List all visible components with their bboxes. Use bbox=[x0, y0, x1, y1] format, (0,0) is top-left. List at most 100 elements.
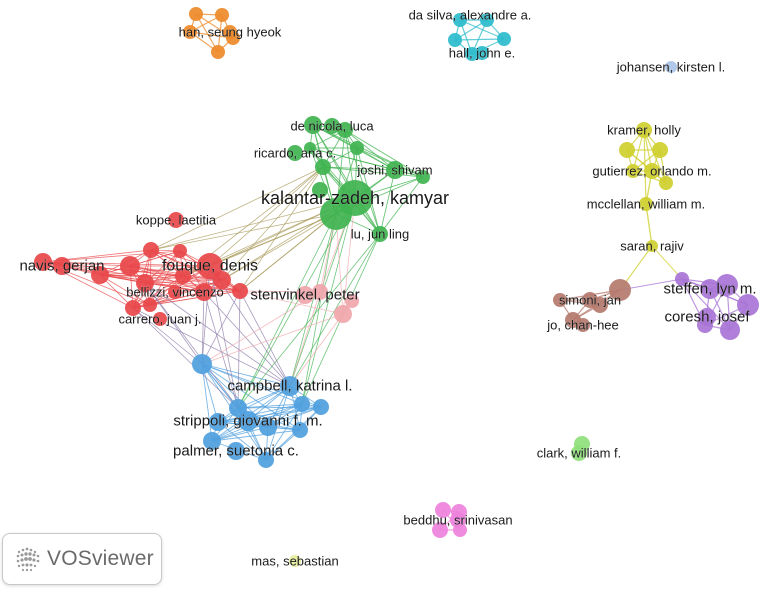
author-node-mas[interactable] bbox=[289, 555, 301, 567]
author-node-joshi[interactable] bbox=[386, 161, 404, 179]
author-node[interactable] bbox=[203, 432, 221, 450]
author-node-johansen[interactable] bbox=[665, 61, 677, 73]
author-node-palmer[interactable] bbox=[227, 442, 245, 460]
author-label-beddhu[interactable]: beddhu, srinivasan bbox=[403, 512, 513, 528]
author-label-kramer[interactable]: kramer, holly bbox=[607, 122, 682, 138]
author-node-kramer[interactable] bbox=[636, 122, 652, 138]
author-node[interactable] bbox=[315, 159, 331, 175]
author-label-bellizzi[interactable]: bellizzi, vincenzo bbox=[126, 284, 224, 300]
author-node-jochanhee[interactable] bbox=[576, 318, 590, 332]
author-node[interactable] bbox=[292, 422, 308, 438]
author-node-beddhu[interactable] bbox=[450, 512, 466, 528]
author-node[interactable] bbox=[195, 283, 213, 301]
author-label-steffen[interactable]: steffen, lyn m. bbox=[663, 280, 757, 298]
author-node-stenvinkel[interactable] bbox=[296, 286, 314, 304]
author-node[interactable] bbox=[480, 13, 494, 27]
author-node[interactable] bbox=[609, 279, 631, 301]
author-node[interactable] bbox=[136, 274, 154, 292]
author-node[interactable] bbox=[120, 256, 140, 276]
author-label-clark[interactable]: clark, william f. bbox=[536, 445, 622, 461]
author-node-mcclellan[interactable] bbox=[639, 197, 653, 211]
author-node[interactable] bbox=[125, 300, 141, 316]
author-node[interactable] bbox=[143, 298, 157, 312]
author-node[interactable] bbox=[497, 32, 511, 46]
author-node[interactable] bbox=[337, 122, 353, 138]
author-node[interactable] bbox=[313, 399, 329, 415]
author-node[interactable] bbox=[304, 142, 316, 154]
author-node-denicola[interactable] bbox=[324, 118, 340, 134]
author-node[interactable] bbox=[675, 272, 689, 286]
author-node[interactable] bbox=[211, 45, 225, 59]
author-label-navis[interactable]: navis, gerjan bbox=[19, 257, 105, 275]
author-label-mcclellan[interactable]: mcclellan, william m. bbox=[586, 196, 705, 212]
author-node[interactable] bbox=[626, 164, 640, 178]
author-node-coresh[interactable] bbox=[698, 308, 716, 326]
author-label-hall[interactable]: hall, john e. bbox=[448, 45, 516, 61]
author-node[interactable] bbox=[91, 266, 109, 284]
author-node-carrero[interactable] bbox=[153, 312, 167, 326]
author-label-kalantar[interactable]: kalantar-zadeh, kamyar bbox=[261, 188, 450, 209]
author-label-lujunling[interactable]: lu, jun ling bbox=[350, 226, 410, 242]
author-node[interactable] bbox=[294, 396, 310, 412]
author-node[interactable] bbox=[553, 293, 567, 307]
author-node[interactable] bbox=[737, 294, 759, 316]
author-node[interactable] bbox=[192, 354, 212, 374]
author-node[interactable] bbox=[416, 170, 430, 184]
author-node[interactable] bbox=[716, 274, 738, 296]
author-label-campbell[interactable]: campbell, katrina l. bbox=[227, 377, 353, 395]
author-label-fouque[interactable]: fouque, denis bbox=[162, 257, 259, 275]
author-node-hall[interactable] bbox=[475, 46, 489, 60]
author-node[interactable] bbox=[350, 141, 364, 155]
author-node-han[interactable] bbox=[223, 25, 237, 39]
author-label-palmer[interactable]: palmer, suetonia c. bbox=[173, 442, 300, 460]
author-node-koppe[interactable] bbox=[168, 212, 184, 228]
author-label-gutierrez[interactable]: gutierrez, orlando m. bbox=[592, 163, 712, 179]
author-node[interactable] bbox=[432, 522, 448, 538]
author-node[interactable] bbox=[189, 7, 203, 21]
author-node[interactable] bbox=[34, 253, 52, 271]
author-node-fouque[interactable] bbox=[197, 253, 223, 279]
author-node[interactable] bbox=[652, 142, 668, 158]
author-node-steffen[interactable] bbox=[700, 279, 720, 299]
author-node[interactable] bbox=[259, 418, 277, 436]
author-node-bellizzi[interactable] bbox=[168, 285, 182, 299]
author-node-gutierrez[interactable] bbox=[644, 163, 660, 179]
author-node-kalantar[interactable] bbox=[337, 180, 373, 216]
author-node[interactable] bbox=[312, 182, 328, 198]
author-node[interactable] bbox=[345, 294, 359, 308]
author-node-ricardo[interactable] bbox=[287, 145, 303, 161]
author-label-simoni[interactable]: simoni, jan bbox=[559, 292, 622, 308]
author-node[interactable] bbox=[209, 413, 227, 431]
author-node-navis[interactable] bbox=[53, 257, 71, 275]
author-label-saran[interactable]: saran, rajiv bbox=[620, 238, 685, 254]
author-node[interactable] bbox=[183, 25, 197, 39]
author-node-lujunling[interactable] bbox=[372, 226, 388, 242]
author-node[interactable] bbox=[334, 305, 352, 323]
author-node[interactable] bbox=[143, 242, 159, 258]
author-node[interactable] bbox=[720, 320, 740, 340]
author-label-coresh[interactable]: coresh, josef bbox=[664, 308, 750, 326]
author-node[interactable] bbox=[175, 268, 191, 284]
author-node-campbell[interactable] bbox=[280, 376, 300, 396]
author-label-stenvinkel[interactable]: stenvinkel, peter bbox=[250, 286, 360, 304]
author-node[interactable] bbox=[659, 176, 673, 190]
author-label-mas[interactable]: mas, sebastian bbox=[251, 553, 339, 569]
author-label-dasilva[interactable]: da silva, alexandre a. bbox=[408, 7, 532, 23]
author-label-strippoli[interactable]: strippoli, giovanni f. m. bbox=[173, 412, 323, 430]
author-label-carrero[interactable]: carrero, juan j. bbox=[118, 311, 202, 327]
author-node[interactable] bbox=[453, 13, 467, 27]
author-node-saran[interactable] bbox=[646, 240, 658, 252]
author-label-denicola[interactable]: de nicola, luca bbox=[290, 118, 374, 134]
author-label-jochanhee[interactable]: jo, chan-hee bbox=[546, 317, 619, 333]
author-node[interactable] bbox=[215, 8, 229, 22]
author-label-koppe[interactable]: koppe, laetitia bbox=[136, 212, 218, 228]
author-node-strippoli[interactable] bbox=[238, 411, 258, 431]
author-node[interactable] bbox=[232, 283, 248, 299]
author-node-simoni[interactable] bbox=[582, 292, 598, 308]
author-node[interactable] bbox=[435, 502, 451, 518]
author-label-ricardo[interactable]: ricardo, ana c. bbox=[254, 145, 337, 161]
author-node[interactable] bbox=[312, 284, 328, 300]
author-node[interactable] bbox=[304, 116, 322, 134]
author-node[interactable] bbox=[173, 244, 187, 258]
author-label-johansen[interactable]: johansen, kirsten l. bbox=[615, 59, 725, 75]
